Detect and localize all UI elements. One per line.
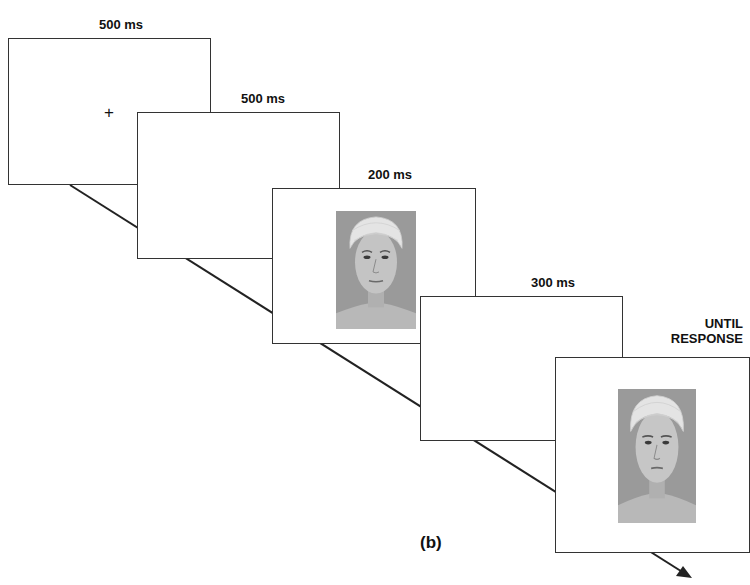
duration-label: 500 ms xyxy=(241,91,285,106)
duration-label: 200 ms xyxy=(368,167,412,182)
fixation-cross: + xyxy=(104,104,114,121)
duration-label: 500 ms xyxy=(99,17,143,32)
screen-frame: UNTIL RESPONSE xyxy=(555,357,750,553)
face-photo xyxy=(618,389,696,523)
timeline-arrowhead xyxy=(676,566,692,578)
panel-label: (b) xyxy=(420,533,442,553)
duration-label: 300 ms xyxy=(531,275,575,290)
duration-label: UNTIL RESPONSE xyxy=(648,316,743,346)
face-photo xyxy=(336,211,416,329)
